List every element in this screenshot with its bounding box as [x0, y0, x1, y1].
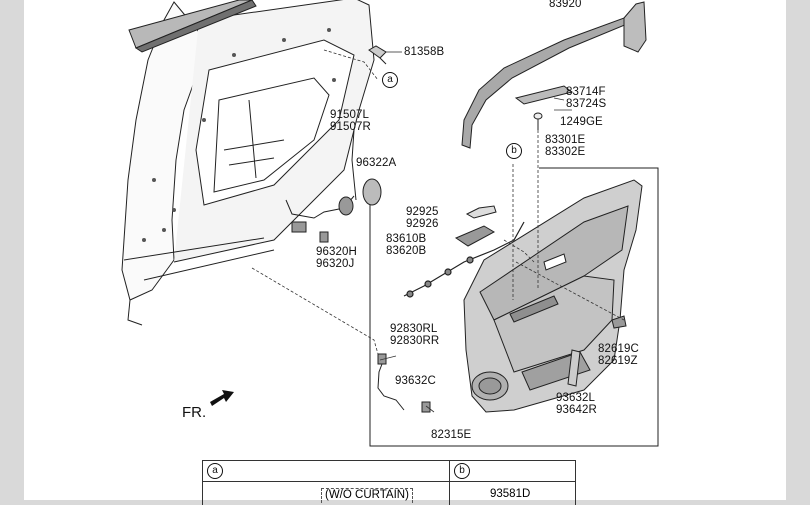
part-label-82619Z: 82619Z	[598, 355, 638, 367]
front-arrow-icon	[210, 390, 234, 406]
trim-panel-box	[369, 167, 659, 447]
wiring-harness	[403, 221, 525, 298]
frame-holes	[142, 28, 336, 242]
part-label-83301E: 83301E	[545, 134, 586, 146]
legend-header-b: b	[450, 461, 575, 482]
part-label-83610B: 83610B	[386, 233, 427, 245]
door-trim-panel	[463, 179, 643, 413]
part-label-83620B: 83620B	[386, 245, 427, 257]
speaker-part	[338, 178, 382, 216]
legend-callout-b: b	[454, 463, 470, 479]
part-label-83724S: 83724S	[566, 98, 607, 110]
part-label-82619C: 82619C	[598, 343, 639, 355]
switch-part	[567, 349, 581, 387]
legend-condition: (W/O CURTAIN)	[321, 488, 413, 503]
part-label-96320J: 96320J	[316, 258, 355, 270]
part-label-83302E: 83302E	[545, 146, 586, 158]
exploded-parts-diagram	[121, 0, 659, 447]
garnish-part	[514, 85, 574, 105]
diagram-sheet: 83920 81358B a 83714F 83724S 1249GE 9150…	[24, 0, 786, 505]
part-label-83920: 83920	[549, 0, 582, 10]
front-direction-label: FR.	[182, 404, 207, 421]
part-label-1249GE: 1249GE	[560, 116, 603, 128]
cable-part	[377, 353, 405, 411]
callout-b: b	[506, 143, 522, 159]
part-label-81358B: 81358B	[404, 46, 445, 58]
part-label-96322A: 96322A	[356, 157, 397, 169]
door-frame-illustration	[121, 0, 375, 326]
legend-cell-a: a (W/O CURTAIN)	[203, 461, 450, 505]
screw-part	[533, 112, 543, 130]
part-label-92925: 92925	[406, 206, 439, 218]
part-label-83714F: 83714F	[566, 86, 606, 98]
solid-leaders	[379, 51, 572, 413]
lamp-bracket-part	[465, 205, 497, 219]
part-label-82315E: 82315E	[431, 429, 472, 441]
part-label-92830RR: 92830RR	[390, 335, 440, 347]
part-label-92926: 92926	[406, 218, 439, 230]
part-label-91507R: 91507R	[330, 121, 371, 133]
part-label-93632C: 93632C	[395, 375, 436, 387]
legend-table: a (W/O CURTAIN) b 93581D	[202, 460, 576, 505]
inner-handle-part	[454, 225, 496, 247]
legend-callout-a: a	[207, 463, 223, 479]
legend-cell-b: b 93581D	[450, 461, 575, 505]
leader-lines	[251, 49, 625, 355]
door-sash-molding	[461, 1, 647, 149]
legend-header-a: a	[203, 461, 449, 482]
part-label-93632L: 93632L	[556, 392, 595, 404]
glass-run-strip	[128, 0, 257, 53]
part-label-91507L: 91507L	[330, 109, 369, 121]
part-label-92830RL: 92830RL	[390, 323, 438, 335]
clip-part	[421, 401, 431, 413]
callout-a: a	[382, 72, 398, 88]
part-label-93642R: 93642R	[556, 404, 597, 416]
part-label-96320H: 96320H	[316, 246, 357, 258]
legend-part-93581D: 93581D	[490, 488, 531, 500]
